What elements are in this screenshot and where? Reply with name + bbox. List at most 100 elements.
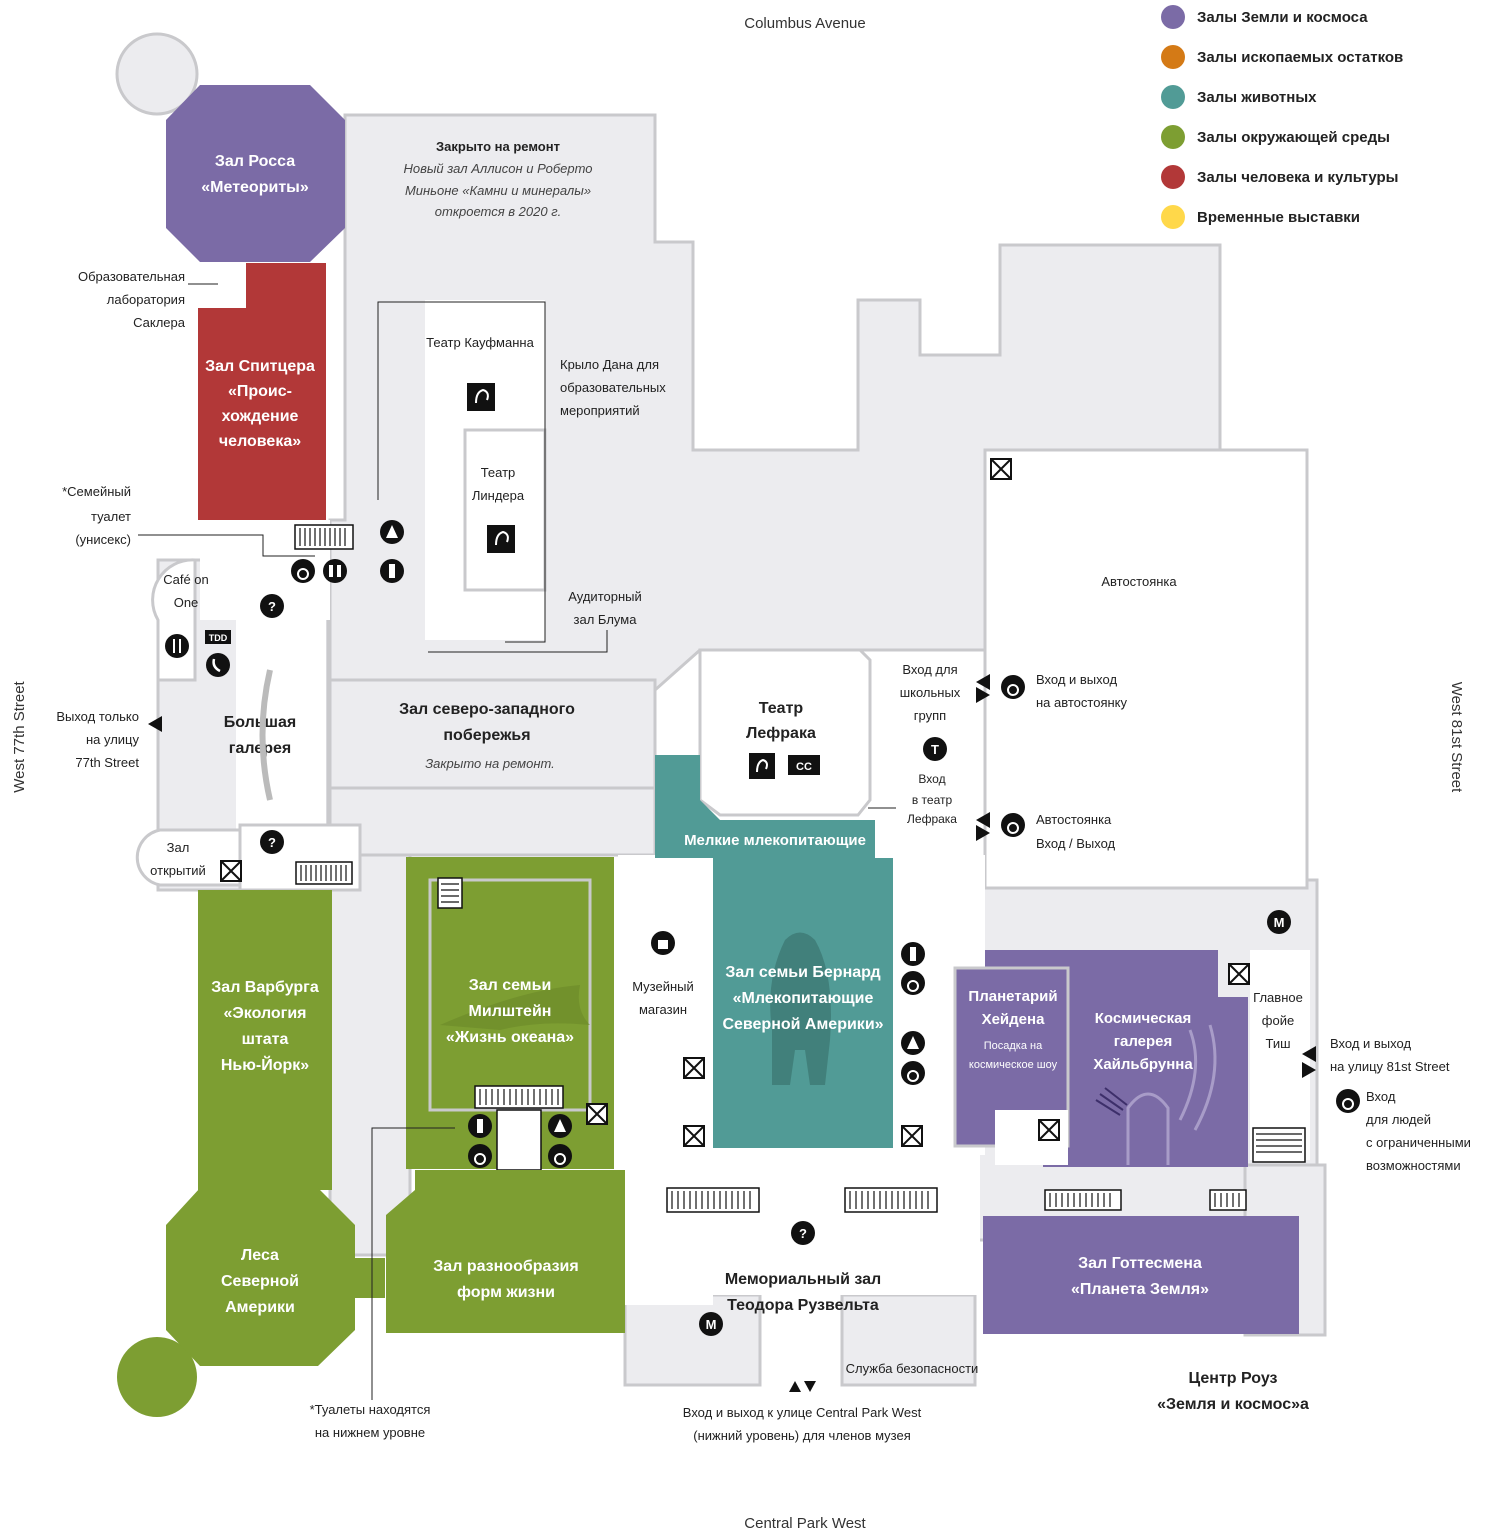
hall-spitzer-line1: Зал Спитцера — [205, 358, 315, 375]
parking-entry-label-2: на автостоянку — [1036, 695, 1128, 710]
closed-note-1: Новый зал Аллисон и Роберто — [403, 161, 592, 176]
family-toilet-label-3: (унисекс) — [75, 532, 131, 547]
hall-warburg-line1: Зал Варбурга — [211, 979, 319, 996]
family-restroom-icon — [323, 559, 347, 583]
tdd-icon: TDD — [205, 630, 231, 644]
hall-biodiversity[interactable] — [386, 1170, 625, 1333]
hall-warburg-line4: Нью-Йорк» — [221, 1055, 309, 1074]
cafe-label-2: One — [174, 595, 199, 610]
legend-label: Залы человека и культуры — [1197, 169, 1398, 186]
shop-icon — [651, 931, 675, 955]
hall-ross-line2: «Метеориты» — [201, 179, 309, 196]
hall-spitzer-line4: человека» — [219, 433, 301, 450]
street-east: West 81st Street — [1448, 682, 1465, 793]
restroom-men-icon — [901, 942, 925, 966]
toilets-note-2: на нижнем уровне — [315, 1425, 425, 1440]
hall-forests-line1: Леса — [241, 1247, 279, 1264]
leader-line — [428, 630, 608, 653]
bloom-label-1: Аудиторный — [568, 589, 642, 604]
phone-icon — [206, 653, 230, 677]
shop-label-1: Музейный — [632, 979, 694, 994]
hall-bernard-line1: Зал семьи Бернард — [725, 964, 880, 981]
hall-nw-coast-area[interactable] — [328, 678, 657, 790]
restroom-men-icon — [468, 1114, 492, 1138]
wheelchair-icon — [1336, 1089, 1360, 1113]
stairs-icon — [844, 1187, 938, 1213]
hall-heilbrunn-line3: Хайльбрунна — [1093, 1056, 1193, 1073]
elevator-icon — [901, 1125, 923, 1147]
legend-label: Залы Земли и космоса — [1197, 9, 1368, 26]
legend-swatch — [1161, 5, 1185, 29]
cafe-label-1: Café on — [163, 572, 209, 587]
legend-label: Залы животных — [1197, 89, 1317, 106]
wheelchair-icon — [548, 1144, 572, 1168]
stairs-icon — [295, 861, 353, 885]
lefrak-entry-label-2: в театр — [912, 793, 953, 807]
hall-forests[interactable] — [166, 1188, 355, 1366]
legend-item[interactable]: Залы человека и культуры — [1161, 165, 1398, 189]
legend-label: Временные выставки — [1197, 209, 1360, 226]
legend-label: Залы ископаемых остатков — [1197, 49, 1403, 66]
cpw-exit-label-2: (нижний уровень) для членов музея — [693, 1428, 910, 1443]
tisch-label-2: фойе — [1262, 1013, 1294, 1028]
shop-label-2: магазин — [639, 1002, 687, 1017]
tisch-label-1: Главное — [1253, 990, 1303, 1005]
rose-center-line1: Центр Роуз — [1189, 1370, 1278, 1387]
exit77-label-2: на улицу — [86, 732, 140, 747]
closed-title: Закрыто на ремонт — [436, 139, 560, 154]
hall-warburg[interactable] — [198, 890, 332, 1190]
svg-text:M: M — [1274, 915, 1285, 930]
legend-swatch — [1161, 205, 1185, 229]
stairs-icon — [1044, 1189, 1122, 1211]
hall-small-mammals[interactable] — [655, 755, 875, 858]
canoe-shape — [259, 669, 273, 801]
hall-hayden-line1: Планетарий — [968, 988, 1057, 1005]
svg-text:CC: CC — [796, 761, 812, 773]
school-label-2: школьных — [900, 685, 961, 700]
roosevelt-line1: Мемориальный зал — [725, 1271, 881, 1288]
legend-item[interactable]: Залы окружающей среды — [1161, 125, 1390, 149]
hall-gottesman[interactable] — [983, 1216, 1299, 1334]
legend-item[interactable]: Залы ископаемых остатков — [1161, 45, 1403, 69]
cpw-exit-label-1: Вход и выход к улице Central Park West — [683, 1405, 922, 1420]
metro-icon[interactable]: M — [1267, 910, 1291, 934]
svg-text:TDD: TDD — [209, 633, 228, 643]
hall-forests-line3: Америки — [225, 1299, 295, 1316]
exit77-label-1: Выход только — [56, 709, 139, 724]
hall-forests-line2: Северной — [221, 1273, 299, 1290]
closed-note-3: откроется в 2020 г. — [435, 204, 561, 219]
wheelchair-icon — [901, 971, 925, 995]
info-icon[interactable]: ? — [791, 1221, 815, 1245]
elevator-icon — [1038, 1119, 1060, 1141]
hall-hayden-line2: Хейдена — [982, 1011, 1045, 1028]
legend-item[interactable]: Залы животных — [1161, 85, 1317, 109]
dana-label-2: образовательных — [560, 380, 666, 395]
elevator-icon — [683, 1125, 705, 1147]
hall-ross[interactable] — [166, 85, 345, 262]
entry-arrow-icon — [976, 812, 990, 828]
hall-ross-line1: Зал Росса — [215, 153, 295, 170]
hall-nw-coast-line1: Зал северо-западного — [399, 701, 575, 718]
info-icon[interactable]: ? — [260, 830, 284, 854]
exit77-label-3: 77th Street — [75, 755, 139, 770]
info-icon[interactable]: ? — [260, 594, 284, 618]
restroom-women-icon — [901, 1031, 925, 1055]
roosevelt-line2: Теодора Рузвельта — [727, 1297, 879, 1314]
forests-annex — [117, 1337, 197, 1417]
stairs-icon — [496, 1109, 542, 1171]
restaurant-icon — [165, 634, 189, 658]
restroom-women-icon — [380, 520, 404, 544]
parking-entry-label-1: Вход и выход — [1036, 672, 1117, 687]
exit81-label-2: на улицу 81st Street — [1330, 1059, 1450, 1074]
metro-icon[interactable]: M — [699, 1312, 723, 1336]
accessible-label-1: Вход — [1366, 1089, 1396, 1104]
cosmic-pathway-ramp — [1095, 1024, 1217, 1165]
linder-label-2: Линдера — [472, 488, 525, 503]
hall-warburg-line3: штата — [242, 1031, 289, 1048]
legend-item[interactable]: Залы Земли и космоса — [1161, 5, 1368, 29]
hall-biodiversity-line2: форм жизни — [457, 1284, 555, 1301]
stairs-icon — [437, 877, 463, 909]
legend-item[interactable]: Временные выставки — [1161, 205, 1360, 229]
elevator-icon — [586, 1103, 608, 1125]
restroom-men-icon — [380, 559, 404, 583]
